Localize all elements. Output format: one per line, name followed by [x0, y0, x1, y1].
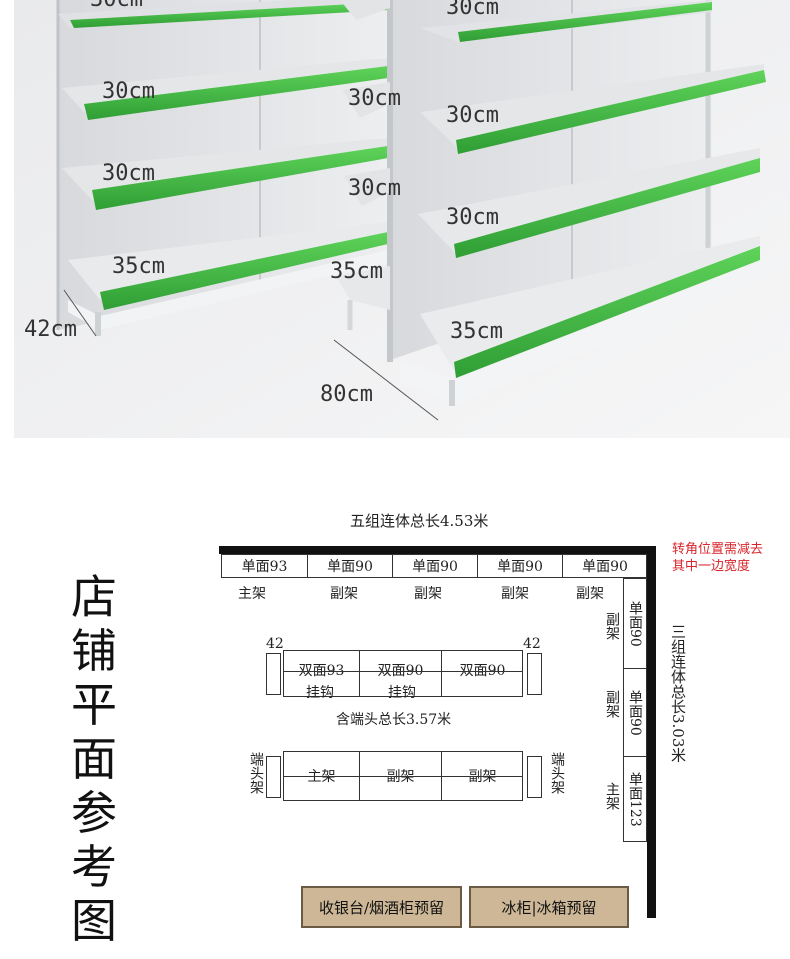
top-shelf-row: 单面93 单面90 单面90 单面90 单面90	[221, 554, 647, 578]
island1-hook-2: 挂钩	[388, 685, 416, 701]
island2-cell-3: 副架	[468, 769, 497, 785]
corner-note: 转角位置需减去 其中一边宽度	[672, 541, 763, 575]
right-run-total-label: 三组连体总长3.03米	[669, 624, 687, 763]
island1-shelf: 双面93 双面90 双面90	[283, 650, 523, 697]
store-floor-plan: 店铺平面参考图 五组连体总长4.53米 转角位置需减去 其中一边宽度 单面93 …	[0, 440, 790, 959]
island1-total-label: 含端头总长3.57米	[336, 712, 452, 728]
corner-note-line-1: 转角位置需减去	[672, 542, 764, 557]
right-role-2: 副架	[604, 690, 620, 718]
top-cell-1: 单面93	[222, 555, 308, 577]
left-shelf-unit	[56, 0, 388, 336]
right-shelf-depth-label-4: 35cm	[450, 319, 503, 344]
right-role-1: 副架	[604, 612, 620, 640]
top-role-2: 副架	[330, 586, 358, 602]
corner-note-line-2: 其中一边宽度	[672, 559, 751, 574]
left-shelf-depth-label-1: 30cm	[90, 0, 143, 12]
right-wall	[647, 546, 656, 918]
plan-title: 店铺平面参考图	[71, 570, 117, 948]
top-role-1: 主架	[238, 586, 266, 602]
shelf-product-photo: 30cm 30cm 30cm 35cm 42cm 30cm 30cm 35cm …	[14, 0, 790, 438]
island2-end-right	[527, 756, 542, 798]
right-cell-1: 单面90	[624, 579, 646, 669]
right-cell-2: 单面90	[624, 669, 646, 757]
freezer-reserved-area: 冰柜|冰箱预留	[469, 886, 629, 928]
island2-end-right-label: 端头架	[549, 752, 565, 794]
island1-end-right-label: 42	[523, 636, 541, 652]
top-cell-3: 单面90	[393, 555, 478, 577]
top-role-4: 副架	[501, 586, 529, 602]
top-run-total-label: 五组连体总长4.53米	[350, 512, 489, 530]
right-shelf-depth-label-2: 30cm	[446, 103, 499, 128]
left-shelf-depth-label-3: 30cm	[102, 161, 155, 186]
island2-shelf: 主架 副架 副架	[283, 751, 523, 801]
right-end-depth-label-3: 35cm	[330, 259, 383, 284]
island1-cell-3: 双面90	[459, 663, 506, 679]
left-shelf-depth-label-4: 35cm	[112, 254, 165, 279]
island2-center-line	[284, 776, 522, 777]
island2-end-left-label: 端头架	[248, 752, 264, 794]
island1-hook-1: 挂钩	[306, 685, 334, 701]
right-role-3: 主架	[604, 782, 620, 810]
top-role-5: 副架	[576, 586, 604, 602]
island1-center-line	[284, 671, 522, 672]
cashier-reserved-area: 收银台/烟酒柜预留	[301, 886, 462, 928]
right-cell-3: 单面123	[627, 772, 643, 827]
right-shelf-column: 单面90 单面90 单面123	[623, 578, 647, 842]
right-end-depth-label-2: 30cm	[348, 176, 401, 201]
top-role-3: 副架	[414, 586, 442, 602]
right-shelf-depth-label-3: 30cm	[446, 205, 499, 230]
right-unit-width-label: 80cm	[320, 382, 373, 407]
island1-end-left-label: 42	[266, 636, 284, 652]
top-cell-2: 单面90	[308, 555, 393, 577]
island2-end-left	[266, 756, 281, 798]
top-cell-4: 单面90	[478, 555, 563, 577]
left-base-depth-label: 42cm	[24, 317, 77, 342]
top-cell-5: 单面90	[582, 559, 628, 575]
right-end-depth-label-1: 30cm	[348, 86, 401, 111]
island1-end-right	[527, 653, 542, 695]
island1-end-left	[266, 653, 281, 695]
top-wall	[219, 546, 656, 554]
right-shelf-depth-label-1: 30cm	[446, 0, 499, 20]
right-shelf-unit	[336, 0, 766, 406]
left-shelf-depth-label-2: 30cm	[102, 79, 155, 104]
